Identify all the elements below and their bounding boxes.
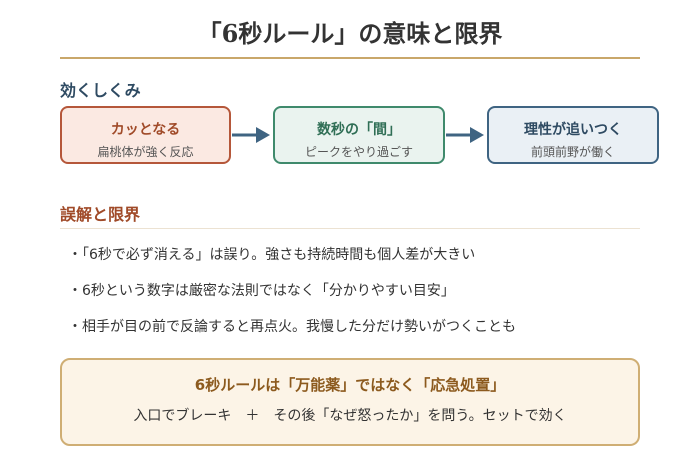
- summary-callout: 6秒ルールは「万能薬」ではなく「応急処置」 入口でブレーキ ＋ その後「なぜ怒っ…: [60, 358, 640, 446]
- arrow-right-icon: [446, 127, 484, 143]
- step-pause-sub: ピークをやり過ごす: [304, 145, 414, 159]
- limits-heading: 誤解と限界: [60, 205, 141, 224]
- limits-list: ・「6秒で必ず消える」は誤り。強さも持続時間も個人差が大きい ・6秒という数字は…: [68, 241, 516, 349]
- callout-body: 入口でブレーキ ＋ その後「なぜ怒ったか」を問う。セットで効く: [133, 408, 567, 424]
- limits-divider: [60, 228, 640, 229]
- step-reason-label: 理性が追いつく: [524, 122, 622, 138]
- step-pause-box: 数秒の「間」 ピークをやり過ごす: [273, 106, 445, 164]
- mechanism-heading: 効くしくみ: [60, 81, 141, 100]
- step-reason-box: 理性が追いつく 前頭前野が働く: [487, 106, 659, 164]
- step-anger-box: カッとなる 扁桃体が強く反応: [60, 106, 231, 164]
- list-item: ・「6秒で必ず消える」は誤り。強さも持続時間も個人差が大きい: [68, 247, 476, 263]
- step-anger-sub: 扁桃体が強く反応: [97, 145, 194, 159]
- arrow-right-icon: [232, 127, 270, 143]
- list-item: ・相手が目の前で反論すると再点火。我慢した分だけ勢いがつくことも: [68, 319, 516, 335]
- step-anger-label: カッとなる: [110, 122, 181, 138]
- callout-title: 6秒ルールは「万能薬」ではなく「応急処置」: [194, 376, 506, 394]
- step-reason-sub: 前頭前野が働く: [530, 145, 615, 159]
- step-pause-label: 数秒の「間」: [317, 122, 401, 138]
- list-item: ・6秒という数字は厳密な法則ではなく「分かりやすい目安」: [68, 283, 455, 299]
- page-title: 「6秒ルール」の意味と限界: [197, 19, 503, 48]
- title-divider: [60, 57, 640, 59]
